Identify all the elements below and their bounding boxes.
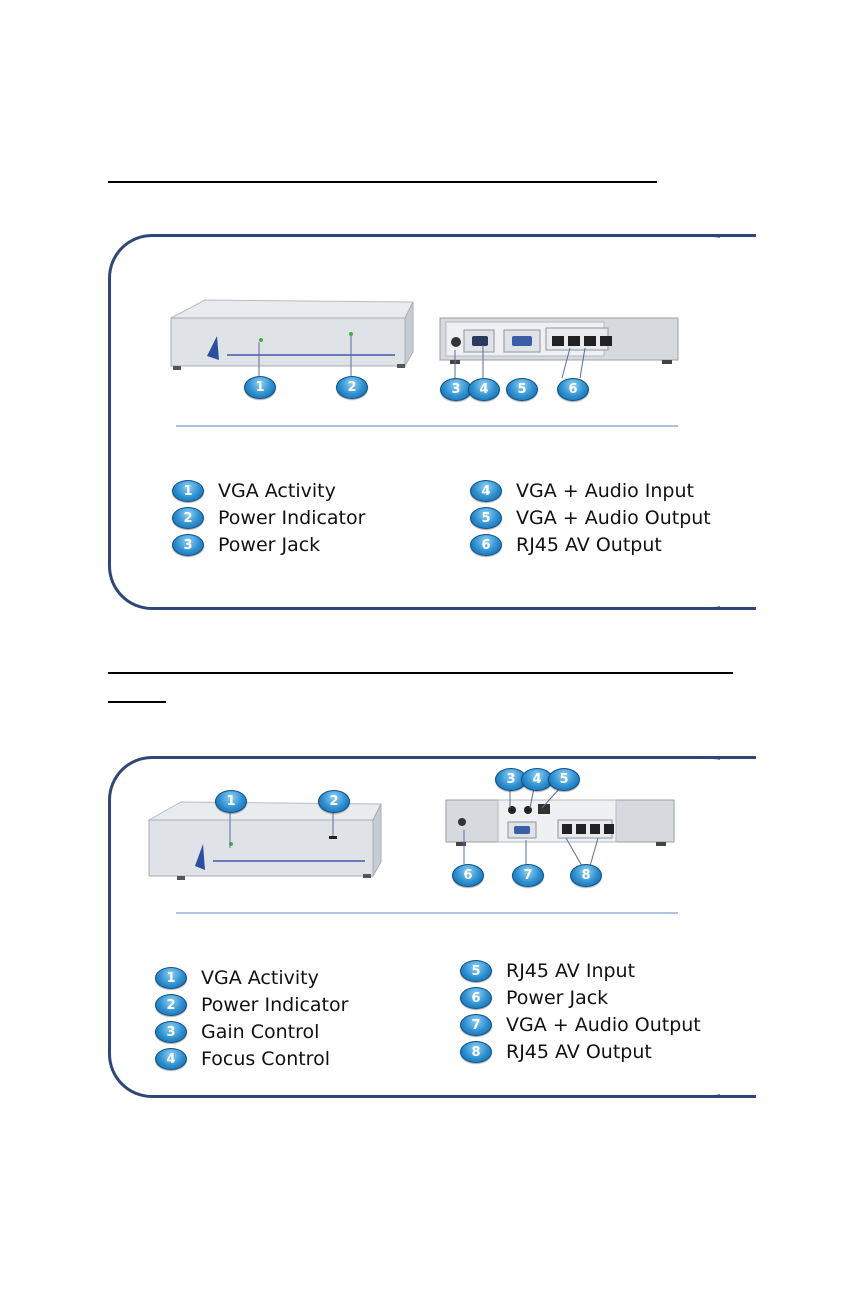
device-front-illustration-1 — [170, 299, 414, 370]
legend-number: 2 — [155, 994, 187, 1016]
callout-2: 2 — [336, 376, 368, 399]
legend-label: VGA + Audio Output — [506, 1014, 701, 1036]
legend-label: Power Indicator — [201, 994, 349, 1016]
callout-1: 1 — [215, 790, 247, 813]
heading-underline-2 — [108, 672, 733, 674]
callout-8: 8 — [570, 864, 602, 887]
legend-number: 4 — [470, 480, 502, 502]
legend-item: 2 Power Indicator — [172, 505, 365, 531]
panel-divider-2 — [176, 912, 678, 914]
legend-label: RJ45 AV Output — [506, 1041, 652, 1063]
legend-item: 4 VGA + Audio Input — [470, 478, 694, 504]
legend-item: 5 VGA + Audio Output — [470, 505, 711, 531]
legend-number: 3 — [155, 1021, 187, 1043]
legend-number: 8 — [460, 1041, 492, 1063]
legend-item: 6 RJ45 AV Output — [470, 532, 662, 558]
legend-item: 3 Gain Control — [155, 1019, 319, 1045]
legend-item: 1 VGA Activity — [172, 478, 336, 504]
callout-6: 6 — [557, 378, 589, 401]
legend-item: 8 RJ45 AV Output — [460, 1039, 652, 1065]
callout-3: 3 — [495, 768, 527, 791]
device-rear-illustration-2 — [445, 799, 675, 846]
legend-number: 2 — [172, 507, 204, 529]
legend-number: 5 — [460, 960, 492, 982]
legend-label: VGA + Audio Output — [516, 507, 711, 529]
callout-3: 3 — [440, 378, 472, 401]
callout-4: 4 — [468, 378, 500, 401]
legend-number: 3 — [172, 534, 204, 556]
legend-label: Power Jack — [218, 534, 321, 556]
legend-label: RJ45 AV Input — [506, 960, 636, 982]
legend-label: Focus Control — [201, 1048, 330, 1070]
legend-label: Gain Control — [201, 1021, 320, 1043]
legend-number: 6 — [470, 534, 502, 556]
legend-item: 5 RJ45 AV Input — [460, 958, 635, 984]
legend-label: Power Indicator — [218, 507, 366, 529]
legend-label: RJ45 AV Output — [516, 534, 662, 556]
callout-5: 5 — [506, 378, 538, 401]
callout-7: 7 — [512, 864, 544, 887]
legend-item: 7 VGA + Audio Output — [460, 1012, 701, 1038]
legend-item: 4 Focus Control — [155, 1046, 330, 1072]
callout-6: 6 — [452, 864, 484, 887]
legend-item: 3 Power Jack — [172, 532, 320, 558]
diagram-panel-1-edge — [696, 234, 720, 610]
legend-label: Power Jack — [506, 987, 609, 1009]
legend-number: 4 — [155, 1048, 187, 1070]
legend-number: 5 — [470, 507, 502, 529]
callout-1: 1 — [244, 376, 276, 399]
diagram-panel-2-edge — [696, 756, 720, 1098]
heading-underline-1 — [108, 181, 657, 183]
legend-item: 1 VGA Activity — [155, 965, 319, 991]
callout-5: 5 — [548, 768, 580, 791]
panel-divider-1 — [176, 425, 678, 427]
heading-underline-2b — [108, 701, 166, 703]
legend-label: VGA Activity — [218, 480, 336, 502]
legend-number: 1 — [172, 480, 204, 502]
legend-number: 6 — [460, 987, 492, 1009]
legend-item: 6 Power Jack — [460, 985, 608, 1011]
legend-item: 2 Power Indicator — [155, 992, 348, 1018]
diagram-panel-1 — [108, 234, 756, 610]
legend-number: 7 — [460, 1014, 492, 1036]
legend-label: VGA Activity — [201, 967, 319, 989]
device-rear-illustration-1 — [439, 317, 679, 364]
callout-2: 2 — [318, 790, 350, 813]
legend-number: 1 — [155, 967, 187, 989]
legend-label: VGA + Audio Input — [516, 480, 694, 502]
